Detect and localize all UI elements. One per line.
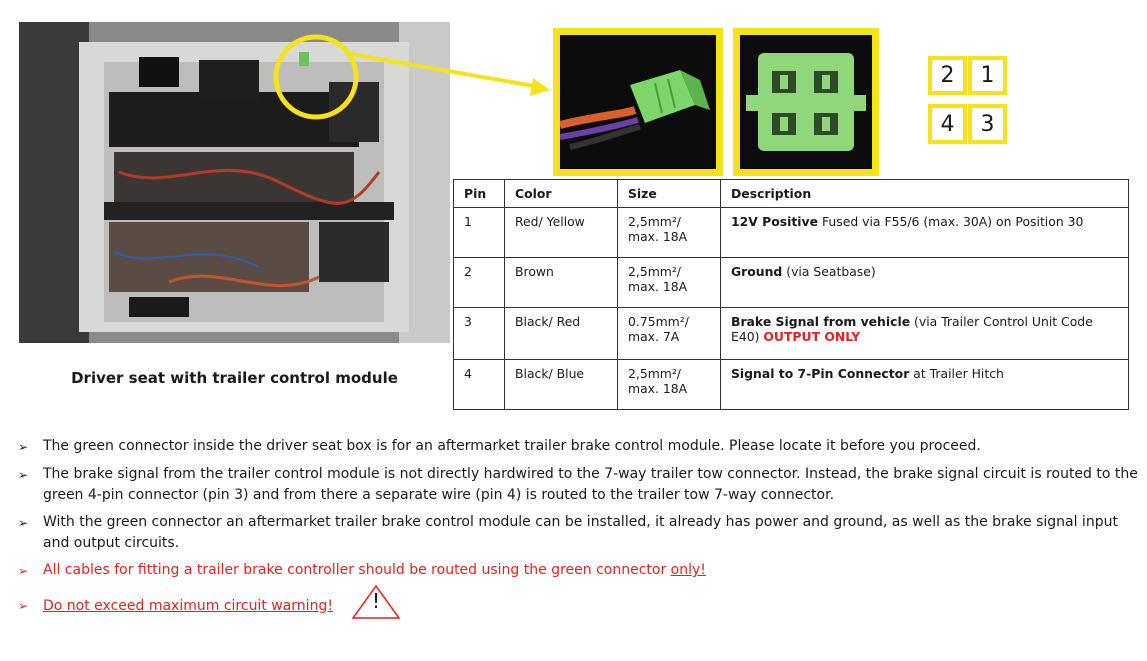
cell-color: Black/ Blue [504, 359, 618, 410]
cell-size: 2,5mm²/ max. 18A [617, 257, 721, 308]
pin-label-2: 2 [928, 56, 967, 95]
desc-bold: Ground [731, 264, 783, 279]
desc-rest: Fused via F55/6 (max. 30A) on Position 3… [818, 214, 1084, 229]
warning-text: Do not exceed maximum circuit warning! [43, 597, 333, 614]
cell-pin: 2 [453, 257, 505, 308]
table-row: 2 Brown 2,5mm²/ max. 18A Ground (via Sea… [453, 257, 1129, 308]
cell-color: Red/ Yellow [504, 207, 618, 258]
warning-text: All cables for fitting a trailer brake c… [43, 560, 706, 582]
pin-spec-table: Pin Color Size Description 1 Red/ Yellow… [453, 179, 1129, 410]
warning-underlined: only! [670, 562, 706, 578]
bullet-text: With the green connector an aftermarket … [43, 514, 1118, 551]
bullet-text: The brake signal from the trailer contro… [43, 466, 1138, 503]
warning-text-main: All cables for fitting a trailer brake c… [43, 562, 671, 578]
bullet-text: The green connector inside the driver se… [43, 438, 981, 454]
warning-triangle-icon: ! [351, 584, 401, 620]
seat-box-photo [19, 22, 450, 343]
table-row: 3 Black/ Red 0.75mm²/ max. 7A Brake Sign… [453, 307, 1129, 360]
table-header-row: Pin Color Size Description [453, 179, 1129, 208]
cell-size: 2,5mm²/ max. 18A [617, 359, 721, 410]
desc-rest: (via Trailer Control Unit Code E40) [731, 314, 1093, 344]
arrow-bullet-icon: ➢ [18, 468, 29, 482]
header-color: Color [504, 179, 618, 208]
header-description: Description [720, 179, 1129, 208]
desc-bold: 12V Positive [731, 214, 819, 229]
pointer-arrow [350, 52, 550, 96]
list-item: ➢ With the green connector an aftermarke… [18, 512, 1143, 554]
header-pin: Pin [453, 179, 505, 208]
desc-bold: Brake Signal from vehicle [731, 314, 911, 329]
desc-bold: Signal to 7-Pin Connector [731, 366, 910, 381]
output-only-label: OUTPUT ONLY [763, 329, 861, 344]
desc-rest: at Trailer Hitch [909, 366, 1004, 381]
header-size: Size [617, 179, 721, 208]
cell-description: Brake Signal from vehicle (via Trailer C… [720, 307, 1129, 360]
photo-caption: Driver seat with trailer control module [71, 369, 398, 387]
warning-symbol: ! [371, 589, 380, 613]
connector-photo [553, 28, 723, 176]
instruction-list: ➢ The green connector inside the driver … [18, 436, 1143, 630]
connector-face-photo [733, 28, 879, 176]
cell-pin: 4 [453, 359, 505, 410]
list-item-warning: ➢ All cables for fitting a trailer brake… [18, 560, 1143, 582]
pin-label-3: 3 [968, 104, 1007, 144]
cell-size: 2,5mm²/ max. 18A [617, 207, 721, 258]
list-item-warning: ➢ Do not exceed maximum circuit warning!… [18, 584, 1143, 624]
cell-description: Ground (via Seatbase) [720, 257, 1129, 308]
cell-description: Signal to 7-Pin Connector at Trailer Hit… [720, 359, 1129, 410]
desc-rest: (via Seatbase) [782, 264, 876, 279]
arrow-bullet-icon: ➢ [18, 440, 29, 454]
arrow-bullet-icon: ➢ [18, 516, 29, 530]
arrow-bullet-icon: ➢ [18, 599, 29, 613]
table-row: 1 Red/ Yellow 2,5mm²/ max. 18A 12V Posit… [453, 207, 1129, 258]
cell-description: 12V Positive Fused via F55/6 (max. 30A) … [720, 207, 1129, 258]
pin-label-4: 4 [928, 104, 967, 144]
cell-color: Brown [504, 257, 618, 308]
arrow-bullet-icon: ➢ [18, 564, 29, 578]
cell-pin: 3 [453, 307, 505, 360]
list-item: ➢ The green connector inside the driver … [18, 436, 1143, 458]
cell-color: Black/ Red [504, 307, 618, 360]
list-item: ➢ The brake signal from the trailer cont… [18, 464, 1143, 506]
cell-size: 0.75mm²/ max. 7A [617, 307, 721, 360]
table-row: 4 Black/ Blue 2,5mm²/ max. 18A Signal to… [453, 359, 1129, 410]
pin-label-1: 1 [968, 56, 1007, 95]
cell-pin: 1 [453, 207, 505, 258]
